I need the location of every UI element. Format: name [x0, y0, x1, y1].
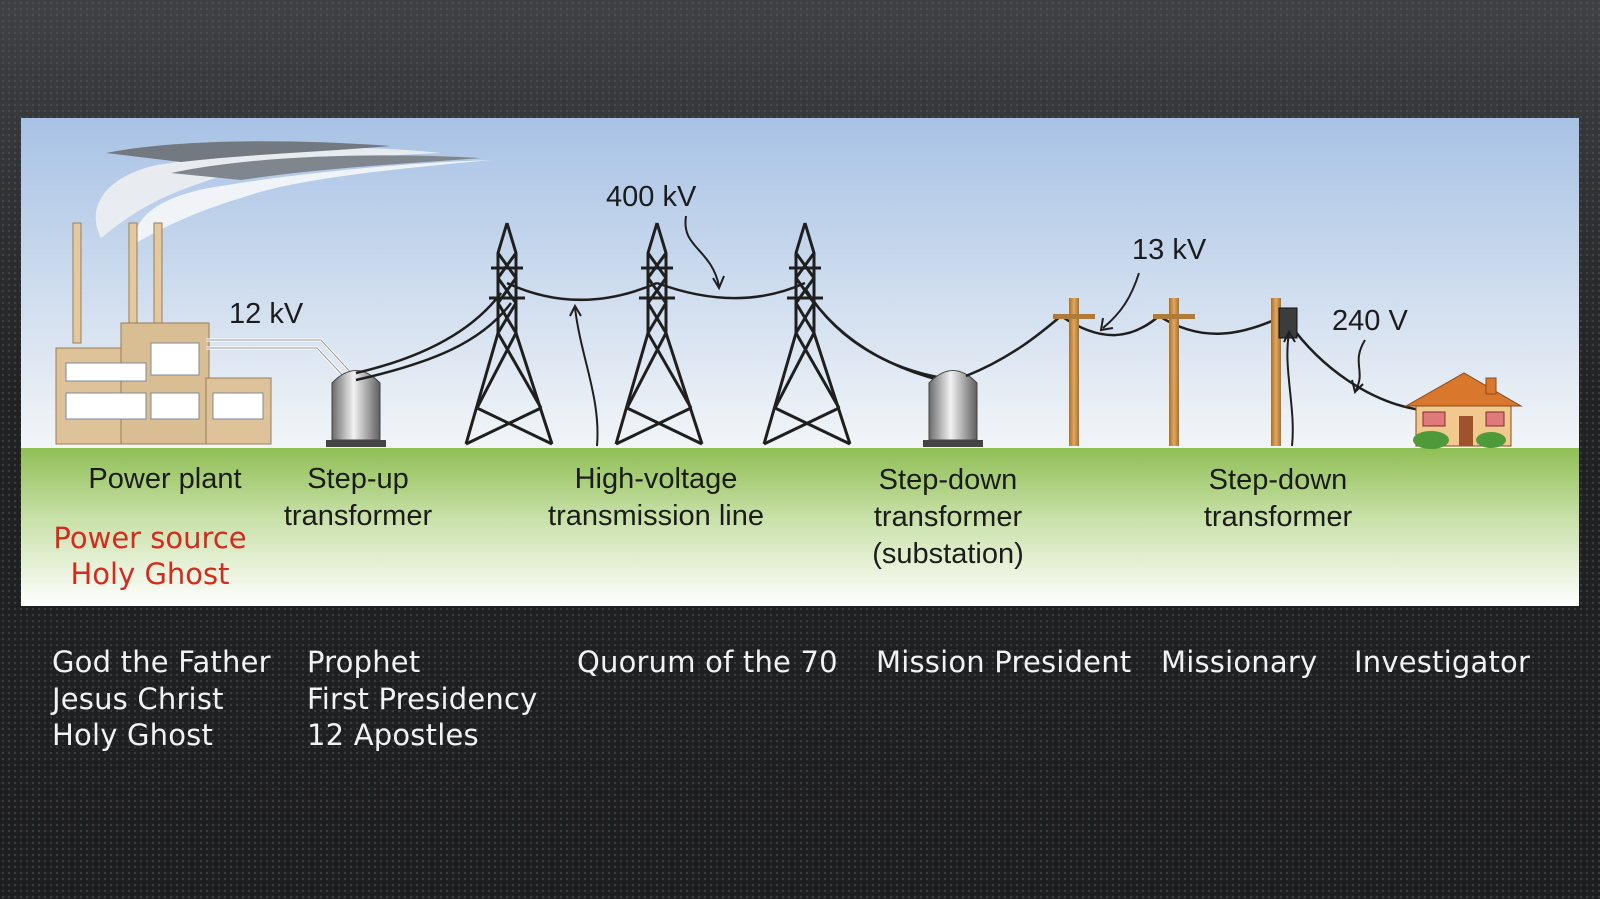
label-line: Power plant	[88, 463, 242, 495]
voltage-label-240v: 240 V	[1332, 305, 1408, 337]
house	[1404, 372, 1523, 449]
voltage-label-400kv: 400 kV	[606, 181, 697, 213]
mapping-column-2: Prophet First Presidency 12 Apostles	[307, 644, 537, 754]
stage-label-step-down-substation: Step-down transformer (substation)	[872, 462, 1024, 573]
transmission-towers	[464, 222, 852, 446]
annotation-line: Power source	[53, 521, 247, 555]
mapping-column-1: God the Father Jesus Christ Holy Ghost	[52, 644, 271, 754]
voltage-label-12kv: 12 kV	[229, 298, 304, 330]
label-line: transformer	[873, 501, 1023, 533]
label-line: High-voltage	[574, 463, 738, 495]
label-line: transformer	[283, 500, 433, 532]
mapping-column-6: Investigator	[1354, 644, 1530, 681]
mapping-column-3: Quorum of the 70	[577, 644, 838, 681]
mapping-column-5: Missionary	[1161, 644, 1317, 681]
label-line: Step-down	[878, 464, 1018, 496]
label-line: (substation)	[872, 538, 1024, 570]
mapping-item: First Presidency	[307, 681, 538, 716]
smoke-clouds	[95, 141, 491, 243]
power-plant-building	[55, 222, 356, 445]
mapping-item: Quorum of the 70	[577, 645, 838, 679]
ground	[21, 448, 1579, 606]
stage-label-high-voltage: High-voltage transmission line	[548, 461, 764, 535]
label-line: transformer	[1203, 501, 1353, 533]
mapping-item: Mission President	[876, 645, 1132, 679]
mapping-column-4: Mission President	[876, 644, 1131, 681]
mapping-item: Jesus Christ	[52, 681, 224, 716]
mapping-item: Missionary	[1161, 645, 1318, 679]
stage-label-step-up: Step-up transformer	[284, 461, 432, 535]
label-line: Step-up	[307, 463, 409, 495]
mapping-item: 12 Apostles	[307, 718, 479, 752]
mapping-item: Investigator	[1354, 645, 1531, 679]
stage-label-step-down: Step-down transformer	[1204, 462, 1352, 536]
power-grid-diagram: 12 kV 400 kV 13 kV 240 V Power plant Ste…	[21, 118, 1579, 606]
pointer-arrows	[569, 215, 1366, 447]
label-line: transmission line	[548, 500, 764, 532]
step-down-substation-transformer	[923, 370, 983, 447]
mapping-item: God the Father	[52, 645, 271, 679]
annotation-line: Holy Ghost	[70, 557, 230, 591]
power-grid-illustration	[21, 118, 1579, 606]
voltage-label-13kv: 13 kV	[1132, 234, 1207, 266]
power-source-annotation: Power source Holy Ghost	[53, 520, 246, 592]
mapping-item: Holy Ghost	[52, 718, 214, 752]
stage-label-power-plant: Power plant	[88, 461, 241, 498]
mapping-item: Prophet	[307, 645, 421, 679]
step-up-transformer	[326, 370, 386, 447]
high-voltage-lines	[355, 281, 967, 388]
label-line: Step-down	[1208, 464, 1348, 496]
